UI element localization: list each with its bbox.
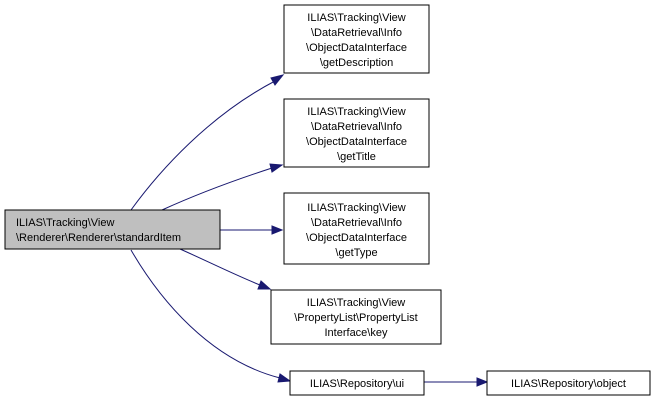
node-property-list-key-line-2: \PropertyList\PropertyList [294,312,418,324]
edge-standarditem-to-gettitle [161,167,273,211]
node-get-title-line-2: \DataRetrieval\Info [311,121,402,133]
node-property-list-key-line-1: ILIAS\Tracking\View [307,297,405,309]
node-property-list-key[interactable]: ILIAS\Tracking\View \PropertyList\Proper… [270,289,442,345]
node-get-description-line-3: \ObjectDataInterface [306,42,407,54]
node-get-type-line-1: ILIAS\Tracking\View [307,202,405,214]
node-get-description-line-1: ILIAS\Tracking\View [307,12,405,24]
node-get-type-line-3: \ObjectDataInterface [306,232,407,244]
node-standard-item-line-1: ILIAS\Tracking\View [16,217,114,229]
node-repository-ui-label: ILIAS\Repository\ui [310,378,404,390]
node-property-list-key-line-3: Interface\key [325,327,388,339]
node-repository-object[interactable]: ILIAS\Repository\object [486,370,651,396]
node-standard-item[interactable]: ILIAS\Tracking\View \Renderer\Renderer\s… [4,209,221,250]
edges [130,74,489,387]
edge-arrowhead-ui [277,373,292,383]
node-get-title[interactable]: ILIAS\Tracking\View \DataRetrieval\Info … [283,98,430,168]
edge-arrowhead-object [476,377,489,387]
edge-standarditem-to-ui [130,249,281,379]
edge-arrowhead-getdescription [270,74,285,86]
node-get-title-line-4: \getTitle [337,151,376,163]
node-get-type-line-2: \DataRetrieval\Info [311,217,402,229]
node-repository-ui[interactable]: ILIAS\Repository\ui [289,370,425,396]
node-get-description-line-4: \getDescription [320,57,393,69]
node-get-type[interactable]: ILIAS\Tracking\View \DataRetrieval\Info … [283,192,430,265]
edge-arrowhead-gettitle [269,163,284,173]
edge-arrowhead-gettype [271,225,284,235]
node-get-title-line-1: ILIAS\Tracking\View [307,106,405,118]
node-get-description-line-2: \DataRetrieval\Info [311,27,402,39]
edge-standarditem-to-key [179,248,261,286]
node-get-title-line-3: \ObjectDataInterface [306,136,407,148]
node-repository-object-label: ILIAS\Repository\object [511,378,626,390]
node-standard-item-line-2: \Renderer\Renderer\standardItem [16,232,181,244]
edge-arrowhead-key [257,280,272,290]
edge-standarditem-to-getdescription [130,80,276,211]
node-get-description[interactable]: ILIAS\Tracking\View \DataRetrieval\Info … [283,4,430,74]
node-get-type-line-4: \getType [335,247,377,259]
